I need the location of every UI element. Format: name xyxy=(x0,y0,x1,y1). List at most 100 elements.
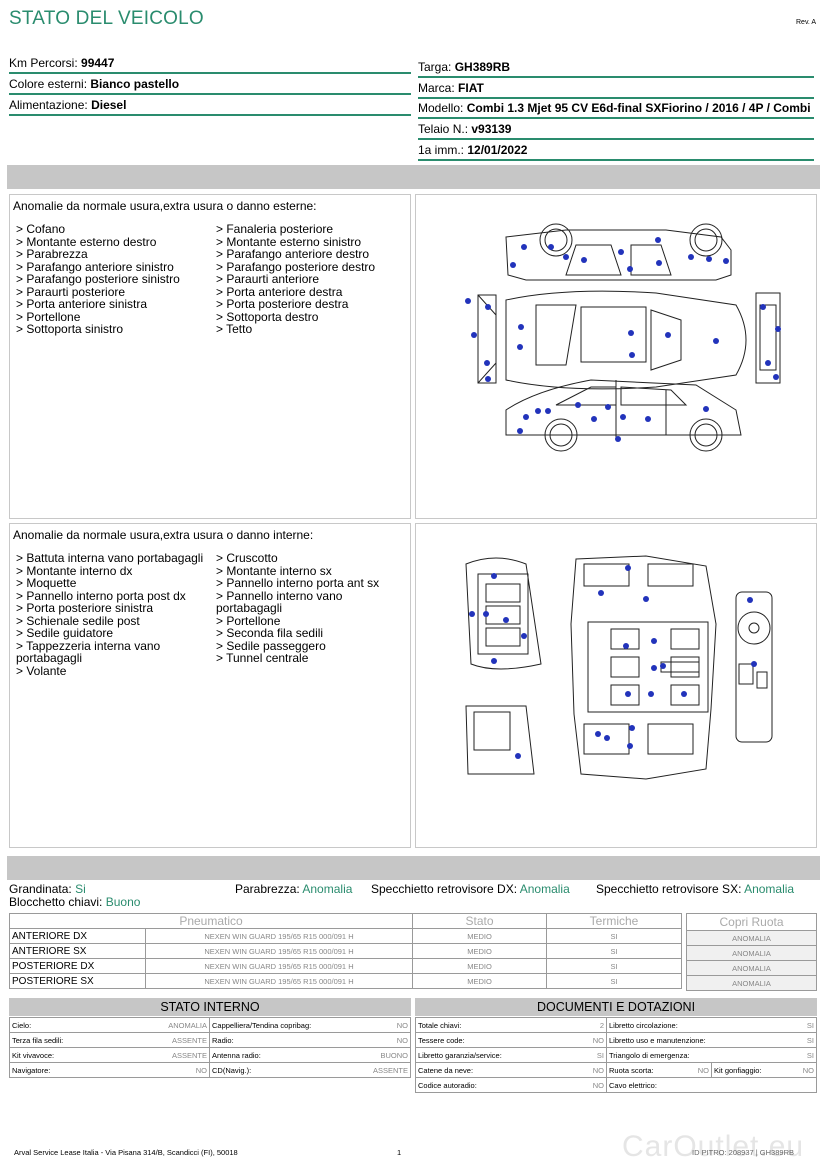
windshield-label: Parabrezza: xyxy=(235,882,300,896)
wheel-cover-value: ANOMALIA xyxy=(686,960,817,976)
damage-marker xyxy=(575,402,581,408)
damage-marker xyxy=(471,332,477,338)
tyre-state: MEDIO xyxy=(412,958,547,974)
list-item: > Sedile guidatore xyxy=(16,626,114,640)
damage-marker xyxy=(483,611,489,617)
state-value: NO xyxy=(396,1035,408,1045)
list-item: > Volante xyxy=(16,663,67,678)
table-row: ANOMALIA xyxy=(686,930,817,946)
model-row: Modello: Combi 1.3 Mjet 95 CV E6d-final … xyxy=(418,99,814,119)
gear-lever-outline xyxy=(756,671,768,689)
damage-marker xyxy=(645,416,651,422)
brand-label: Marca: xyxy=(418,81,455,95)
mirror-dx-status: Specchietto retrovisore DX: Anomalia xyxy=(371,882,570,896)
interior-state-title: STATO INTERNO xyxy=(9,998,411,1016)
damage-marker xyxy=(581,257,587,263)
fuel-label: Alimentazione: xyxy=(9,98,88,112)
external-list-col2: > Fanaleria posteriore > Montante estern… xyxy=(216,223,410,336)
doc-value: SI xyxy=(806,1035,814,1045)
tyre-model: NEXEN WIN GUARD 195/65 R15 000/091 H xyxy=(145,928,413,944)
state-cell: Terza fila sedili:ASSENTE xyxy=(9,1032,210,1048)
table-row: ANOMALIA xyxy=(686,960,817,976)
state-cell: Cappelliera/Tendina copribag:NO xyxy=(209,1017,411,1033)
seat-outline xyxy=(610,684,640,706)
doc-label: Triangolo di emergenza: xyxy=(609,1050,690,1060)
damage-marker xyxy=(563,254,569,260)
wheel-outline xyxy=(544,228,568,252)
doc-cell: Catene da neve:NO xyxy=(415,1062,607,1078)
table-row: Kit vivavoce:ASSENTE Antenna radio:BUONO xyxy=(9,1047,411,1063)
damage-marker xyxy=(681,691,687,697)
doc-cell: Libretto garanzia/service:SI xyxy=(415,1047,607,1063)
mirror-dx-label: Specchietto retrovisore DX: xyxy=(371,882,518,896)
tyre-state: MEDIO xyxy=(412,973,547,989)
table-row: ANOMALIA xyxy=(686,975,817,991)
seat-outline xyxy=(610,628,640,650)
wheel-cover-value: ANOMALIA xyxy=(686,945,817,961)
damage-marker xyxy=(623,643,629,649)
column-header: Termiche xyxy=(546,913,682,929)
car-top-outline xyxy=(505,290,747,390)
damage-marker xyxy=(747,597,753,603)
roof-outline xyxy=(580,306,647,363)
tyre-position: POSTERIORE DX xyxy=(9,958,146,974)
damage-marker xyxy=(510,262,516,268)
wheel-cover-value: ANOMALIA xyxy=(686,975,817,991)
section-divider xyxy=(7,165,820,189)
car-rear-outline xyxy=(477,294,497,384)
state-cell: Kit vivavoce:ASSENTE xyxy=(9,1047,210,1063)
doc-value: SI xyxy=(806,1050,814,1060)
window-outline xyxy=(650,309,682,371)
tyre-winter: SI xyxy=(546,958,682,974)
tyre-winter: SI xyxy=(546,943,682,959)
doc-cell: Codice autoradio:NO xyxy=(415,1077,607,1093)
table-row: ANOMALIA xyxy=(686,945,817,961)
damage-marker xyxy=(665,332,671,338)
doc-value: NO xyxy=(592,1035,604,1045)
internal-damage-title: Anomalie da normale usura,extra usura o … xyxy=(13,528,314,542)
damage-marker xyxy=(595,731,601,737)
list-item: > Porta posteriore destra xyxy=(216,297,349,311)
chassis-value: v93139 xyxy=(471,122,512,136)
footer-page-number: 1 xyxy=(397,1148,402,1157)
damage-marker xyxy=(651,665,657,671)
tyre-model: NEXEN WIN GUARD 195/65 R15 000/091 H xyxy=(145,973,413,989)
state-value: NO xyxy=(195,1065,207,1075)
tyre-position: ANTERIORE DX xyxy=(9,928,146,944)
damage-marker xyxy=(773,374,779,380)
doc-cell: Ruota scorta:NO xyxy=(606,1062,712,1078)
list-item: > Cruscotto xyxy=(216,551,278,565)
steering-wheel-outline xyxy=(737,611,771,645)
damage-marker xyxy=(628,330,634,336)
gear-lever-outline xyxy=(738,663,754,685)
watermark-logo: CarOutlet.eu xyxy=(622,1130,805,1163)
window-outline xyxy=(583,563,630,587)
damage-marker xyxy=(545,408,551,414)
footer-company: Arval Service Lease Italia - Via Pisana … xyxy=(14,1148,238,1157)
table-row: Navigatore:NO CD(Navig.):ASSENTE xyxy=(9,1062,411,1078)
mirror-sx-value: Anomalia xyxy=(744,882,795,896)
damage-marker xyxy=(515,753,521,759)
doc-value: SI xyxy=(806,1020,814,1030)
doc-value: NO xyxy=(592,1080,604,1090)
registration-row: 1a imm.: 12/01/2022 xyxy=(418,141,814,161)
wheel-outline xyxy=(539,223,573,257)
window-outline xyxy=(473,711,511,751)
damage-marker xyxy=(535,408,541,414)
list-item: > Portellone xyxy=(16,309,81,324)
chassis-row: Telaio N.: v93139 xyxy=(418,120,814,140)
table-row: POSTERIORE DX NEXEN WIN GUARD 195/65 R15… xyxy=(9,958,682,974)
list-item: > Battuta interna vano portabagagli xyxy=(16,551,204,565)
km-label: Km Percorsi: xyxy=(9,56,78,70)
windshield-status: Parabrezza: Anomalia xyxy=(235,882,352,896)
tyres-table: Pneumatico Stato Termiche ANTERIORE DX N… xyxy=(9,913,682,989)
window-outline xyxy=(535,304,577,366)
damage-marker xyxy=(484,360,490,366)
state-value: ASSENTE xyxy=(372,1065,408,1075)
table-row: Terza fila sedili:ASSENTE Radio:NO xyxy=(9,1032,411,1048)
doc-label: Libretto garanzia/service: xyxy=(418,1050,502,1060)
section-divider xyxy=(7,856,820,880)
damage-marker xyxy=(713,338,719,344)
damage-marker xyxy=(485,304,491,310)
doc-label: Tessere code: xyxy=(418,1035,465,1045)
